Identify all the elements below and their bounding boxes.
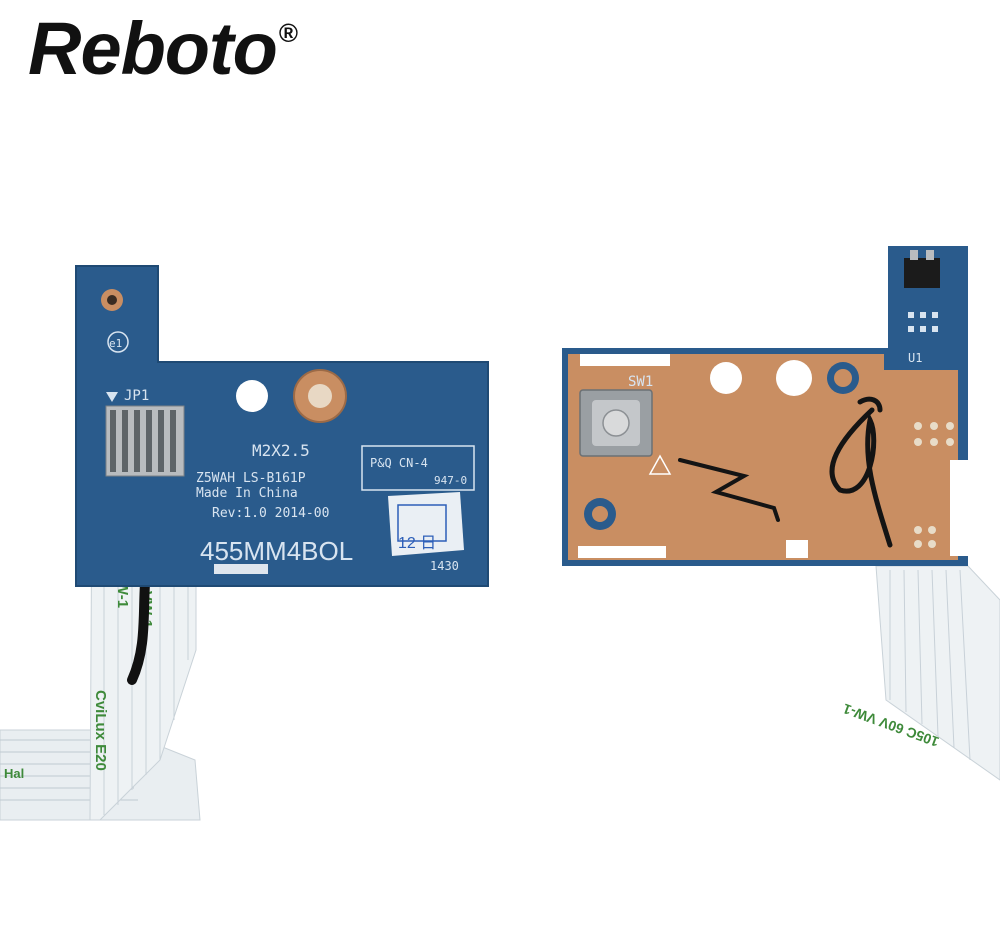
power-switch — [579, 389, 653, 457]
pin1-arrow-icon — [106, 392, 118, 402]
jp1-connector — [105, 405, 185, 477]
left-pcb-board: e1 JP1 M2X2.5 Z5WAH LS-B161P Made In Chi… — [75, 265, 489, 587]
marker-scribble — [829, 396, 893, 548]
label-u1: U1 — [908, 351, 922, 365]
marker-scribble — [678, 458, 780, 522]
board-hole — [236, 380, 268, 412]
sticker: 12 日 — [388, 492, 464, 556]
label-origin: Made In China — [196, 486, 298, 501]
cable-print-c: Hal — [4, 766, 24, 781]
right-pcb-board: SW1 U1 — [562, 246, 968, 566]
label-cert-code: 947-0 — [434, 474, 467, 487]
label-jp1: JP1 — [124, 388, 149, 404]
sensor-chip-u1 — [904, 250, 940, 332]
cable-print-a: CviLux E20 — [92, 690, 109, 771]
label-screw-size: M2X2.5 — [252, 441, 310, 460]
label-model: Z5WAH LS-B161P — [196, 471, 306, 486]
brand-logo: Reboto® — [28, 12, 298, 86]
label-e1: e1 — [109, 337, 122, 350]
right-flex-cable: 105C 60V VW-1 — [841, 565, 1000, 781]
registered-mark: ® — [278, 18, 298, 48]
sticker-text: 12 日 — [398, 535, 436, 552]
label-cert: P&Q CN-4 — [370, 456, 428, 470]
label-bottom-code: 1430 — [430, 559, 459, 573]
label-part-number: 455MM4BOL — [200, 536, 353, 566]
label-sw1: SW1 — [628, 374, 653, 390]
warning-triangle-icon — [648, 454, 672, 475]
label-revision: Rev:1.0 2014-00 — [212, 506, 329, 521]
brand-name: Reboto — [28, 7, 278, 90]
board-hole — [710, 362, 742, 394]
solder-pads — [914, 422, 954, 548]
